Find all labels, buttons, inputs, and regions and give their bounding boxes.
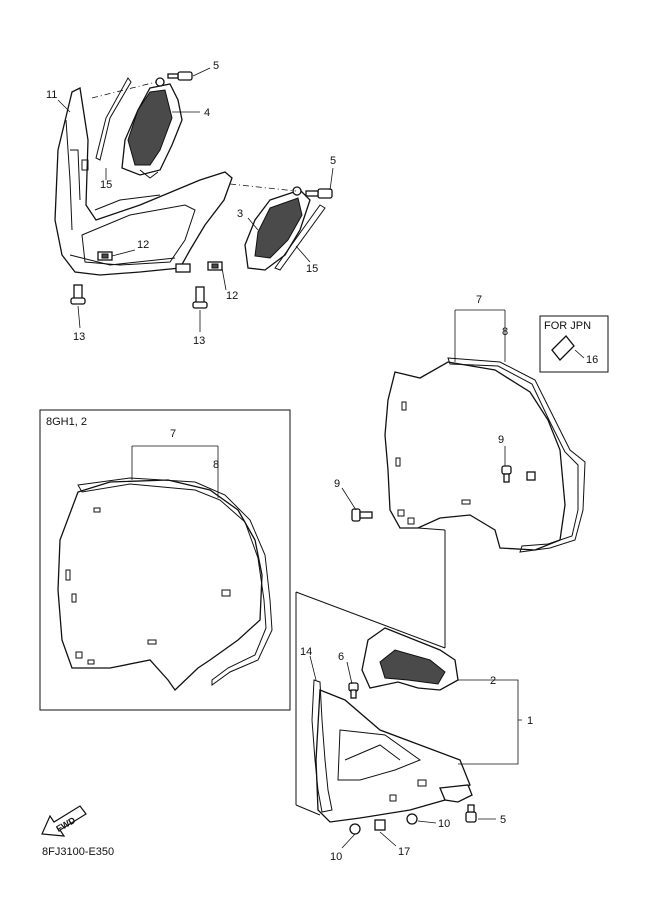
callout-2: 2: [490, 675, 496, 687]
leader-lines: [57, 67, 585, 849]
trim-strip-15-left: [95, 77, 132, 161]
diagram-code: 8FJ3100-E350: [42, 846, 114, 858]
callout-15: 15: [306, 263, 318, 275]
bracket-icon: [439, 784, 473, 803]
bolt-icon: [351, 508, 373, 522]
assembly-line: [91, 81, 157, 99]
bolt-icon: [501, 465, 536, 483]
trim-strip-15-right: [274, 204, 326, 271]
callout-4: 4: [204, 107, 210, 119]
bolt-icon: [305, 188, 333, 199]
callout-16: 16: [586, 354, 598, 366]
callout-11: 11: [46, 89, 57, 101]
callout-14: 14: [300, 646, 312, 658]
windshield-part-7: [384, 361, 566, 551]
grommet-icon: [292, 186, 302, 196]
bolt-icon: [167, 71, 193, 81]
jpn-variant-box: FOR JPN: [539, 315, 609, 373]
callout-10: 10: [438, 818, 450, 830]
callout-13: 13: [193, 335, 205, 347]
callout-8: 8: [213, 459, 219, 471]
panel-part-4: [121, 83, 183, 179]
trim-part-14: [311, 679, 333, 813]
variant-box: 8GH1, 2: [39, 409, 291, 711]
callout-12: 12: [137, 239, 149, 251]
bolt-icon: [348, 682, 359, 699]
cover-part-2: [361, 627, 459, 691]
assembly-frame: [295, 591, 446, 816]
clip-icon: [374, 819, 386, 831]
callout-12: 12: [226, 290, 238, 302]
screw-icon: [70, 284, 86, 305]
callout-9: 9: [334, 478, 340, 490]
callout-6: 6: [338, 651, 344, 663]
callout-5: 5: [330, 155, 336, 167]
cowling-part-11: [54, 87, 233, 276]
callout-10: 10: [330, 851, 342, 863]
nut-icon: [349, 823, 361, 835]
clip-icon: [175, 261, 223, 273]
variant-box-label: 8GH1, 2: [46, 416, 87, 428]
jpn-box-label: FOR JPN: [544, 320, 591, 332]
callout-9: 9: [498, 434, 504, 446]
panel-part-3: [244, 189, 311, 271]
callout-8: 8: [502, 326, 508, 338]
callout-5: 5: [500, 814, 506, 826]
callouts: 5 4 11 15 5 3 15 12 12 13 13 7 8 16 9 9 …: [46, 60, 598, 863]
edge-trim-part-8: [447, 357, 586, 553]
assembly-line: [417, 527, 446, 648]
screw-icon: [192, 286, 208, 309]
callout-17: 17: [398, 846, 410, 858]
callout-13: 13: [73, 331, 85, 343]
callout-3: 3: [237, 208, 243, 220]
decal-part-16: [551, 335, 575, 361]
callout-15: 15: [100, 179, 112, 191]
assembly-line: [229, 183, 297, 192]
bolt-icon: [465, 804, 477, 823]
callout-7: 7: [170, 428, 176, 440]
callout-1: 1: [527, 715, 533, 727]
grommet-icon: [155, 77, 165, 87]
fwd-arrow-icon: FWD: [41, 805, 87, 837]
nut-icon: [406, 813, 418, 825]
callout-5: 5: [213, 60, 219, 72]
clip-icon: [97, 251, 113, 261]
stay-part-1: [315, 689, 471, 823]
callout-7: 7: [476, 294, 482, 306]
